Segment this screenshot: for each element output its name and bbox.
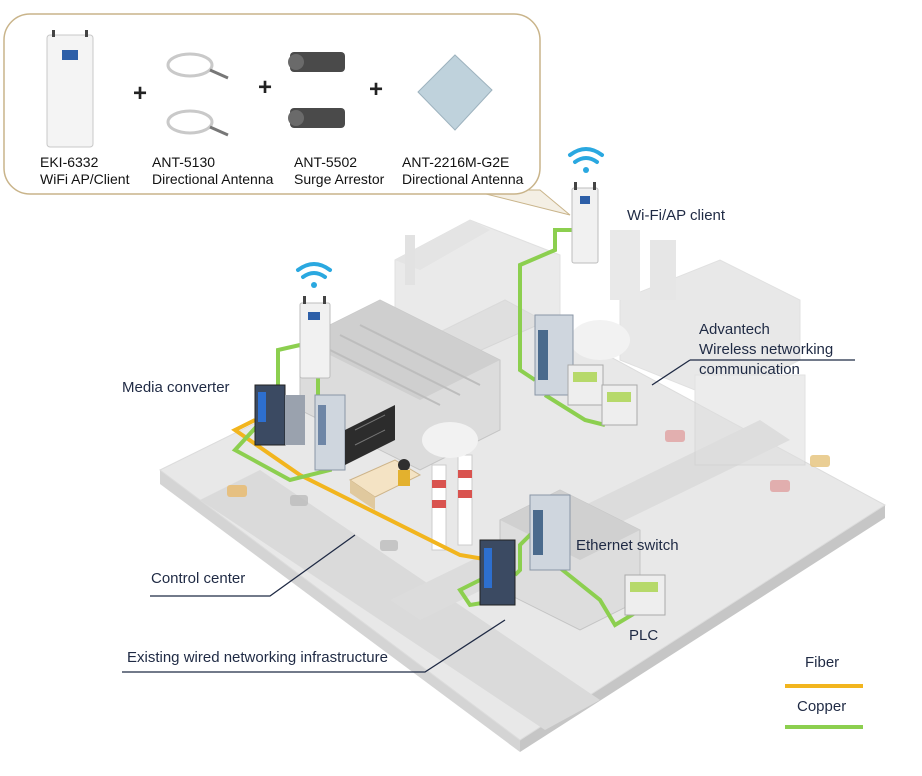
leader-lines: [122, 359, 855, 673]
label-control-center: Control center: [151, 570, 246, 587]
operator-desk: [348, 459, 422, 510]
eki-6332-image: [46, 30, 94, 148]
label-media-converter: Media converter: [122, 379, 230, 396]
product-desc: Directional Antenna: [402, 171, 524, 187]
plc-device-upper-2: [601, 384, 638, 426]
label-advantech-wireless: Advantech Wireless networking communicat…: [699, 320, 833, 380]
label-wifi-ap-client: Wi-Fi/AP client: [627, 207, 726, 224]
ant-5130-image: [166, 52, 229, 137]
label-existing-wired: Existing wired networking infrastructure: [127, 649, 388, 666]
ethernet-switch-device: [529, 494, 571, 571]
background-factories: [394, 219, 806, 466]
switch-device-left: [314, 394, 346, 471]
label-line: communication: [699, 361, 800, 378]
wifi-icon-top: [568, 147, 604, 173]
label-ethernet-switch: Ethernet switch: [576, 537, 679, 554]
label-line: Wireless networking: [699, 341, 834, 358]
fiber-cable: [231, 418, 491, 562]
product-model: ANT-2216M-G2E: [402, 154, 510, 170]
product-desc: Surge Arrestor: [294, 171, 385, 187]
wired-rack-device: [479, 539, 516, 606]
product-model: ANT-5502: [294, 154, 358, 170]
wifi-icon-left: [296, 262, 332, 288]
product-ant-2216m-g2e: ANT-2216M-G2E Directional Antenna: [402, 154, 523, 188]
plc-device-upper-1: [567, 364, 604, 406]
monitor-wall: [345, 405, 395, 465]
product-model: EKI-6332: [40, 154, 99, 170]
ground-base-side-left: [160, 470, 520, 752]
chimneys: [422, 320, 630, 551]
plc-device-lower: [624, 574, 666, 616]
ground-base-side-right: [520, 505, 885, 752]
media-converter-device: [254, 384, 305, 446]
plus-sign: +: [258, 74, 273, 101]
ap-device-left: [299, 296, 331, 379]
product-panel: [3, 13, 541, 195]
product-desc: WiFi AP/Client: [40, 171, 130, 187]
switch-device-upper: [534, 314, 574, 396]
cars: [227, 430, 830, 551]
product-ant-5130: ANT-5130 Directional Antenna: [152, 154, 273, 188]
legend-fiber-label: Fiber: [805, 654, 840, 671]
ant-5502-image: [288, 52, 345, 128]
label-line: Advantech: [699, 321, 770, 338]
ap-device-top: [571, 182, 599, 264]
plus-sign: +: [133, 80, 148, 107]
label-plc: PLC: [629, 627, 659, 644]
ant-2216m-image: [417, 54, 493, 131]
plus-sign: +: [369, 76, 384, 103]
product-desc: Directional Antenna: [152, 171, 274, 187]
product-ant-5502: ANT-5502 Surge Arrestor: [294, 154, 384, 188]
legend-copper-label: Copper: [797, 698, 847, 715]
product-eki-6332: EKI-6332 WiFi AP/Client: [40, 154, 129, 188]
product-model: ANT-5130: [152, 154, 216, 170]
